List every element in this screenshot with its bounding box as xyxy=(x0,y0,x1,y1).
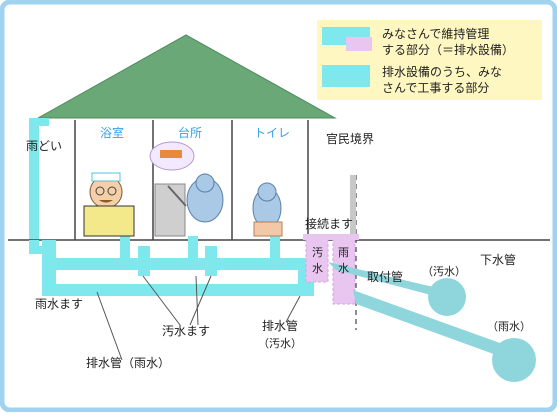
legend: みなさんで維持管理 する部分（＝排水設備） 排水設備のうち、みな さんで工事する… xyxy=(317,20,542,100)
house-roof xyxy=(36,34,337,119)
legend-item2-line1: 排水設備のうち、みな xyxy=(382,64,502,79)
rain-basin-label: 雨水ます xyxy=(35,297,83,311)
rain-gutter xyxy=(29,118,39,248)
sewer-main-label: 下水管 xyxy=(480,252,516,267)
legend-item1-line2: する部分（＝排水設備） xyxy=(382,42,514,57)
sewage-char-1: 汚 xyxy=(312,246,323,259)
sewer-main-rain xyxy=(492,338,536,382)
rain-paren-label: （雨水） xyxy=(487,320,531,333)
bath-illustration xyxy=(83,172,135,237)
sewage-char-2: 水 xyxy=(312,262,323,275)
rain-char-2: 水 xyxy=(338,262,349,275)
legend-item2-line2: さんで工事する部分 xyxy=(382,80,489,95)
service-pipes xyxy=(328,262,536,382)
drain-sewage-label-1: 排水管 xyxy=(262,318,298,333)
gutter-label: 雨どい xyxy=(26,139,62,153)
boundary-label: 官民境界 xyxy=(326,131,374,146)
service-pipe-label: 取付管 xyxy=(367,269,403,284)
sewage-paren-label: （汚水） xyxy=(422,265,466,278)
room-label-toilet: トイレ xyxy=(254,126,290,140)
sewer-main-sewage xyxy=(428,278,466,316)
drain-sewage-label-2: （汚水） xyxy=(258,337,302,350)
rain-char-1: 雨 xyxy=(338,246,349,259)
sewage-basin-label: 汚水ます xyxy=(162,324,210,338)
legend-swatch-construction xyxy=(322,65,370,87)
kitchen-illustration xyxy=(149,141,224,237)
toilet-illustration xyxy=(252,182,283,237)
room-label-kitchen: 台所 xyxy=(178,125,202,140)
room-label-bath: 浴室 xyxy=(100,125,124,140)
drain-rain-label: 排水管（雨水） xyxy=(86,355,170,370)
drainage-pipes xyxy=(29,236,314,296)
leader-lines xyxy=(96,275,301,361)
sewage-connection-basin xyxy=(305,235,329,283)
house-walls xyxy=(74,120,309,240)
legend-item1-line1: みなさんで維持管理 xyxy=(382,26,489,41)
connection-basin-label: 接続ます xyxy=(305,216,353,231)
